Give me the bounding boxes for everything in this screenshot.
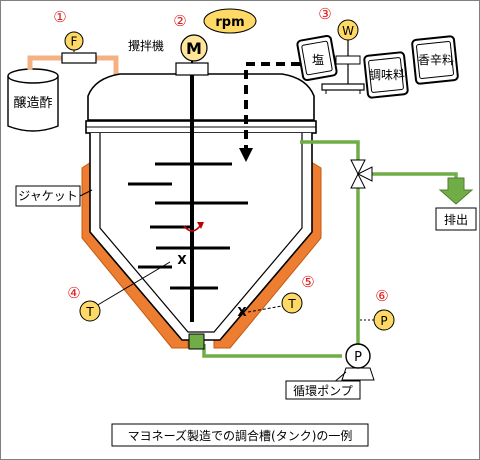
jacket-callout (79, 189, 93, 197)
pump-label-box (285, 380, 361, 400)
rpm-indicator (203, 8, 257, 34)
outlet-valve (188, 333, 205, 350)
salt-bag: 塩 (296, 34, 338, 82)
discharge-line (366, 172, 458, 182)
seasoning-label: 調味料 (369, 68, 405, 82)
flow-instrument-label: F (71, 35, 78, 49)
marker-3: ③ (318, 5, 331, 23)
tank-shell-inner (99, 133, 303, 333)
vinegar-tank-label: 醸造酢 (13, 96, 52, 111)
rotation-arrowhead (197, 222, 204, 229)
discharge-label: 排出 (444, 213, 468, 227)
pressure-instrument (373, 309, 395, 331)
temp-jacket-instrument (281, 292, 303, 314)
agitator-label: 攪拌機 (128, 38, 164, 53)
salt-label: 塩 (312, 52, 324, 67)
three-way-valve (350, 159, 373, 189)
discharge-box (435, 207, 477, 231)
solids-feed-arrowhead (239, 148, 253, 162)
inner-probe-x: X (177, 253, 187, 267)
motor (180, 34, 208, 62)
seasoning-bag: 調味料 (363, 51, 409, 99)
jacket-label: ジャケット (18, 189, 77, 203)
agitator-mount (175, 62, 209, 76)
temp-inner-instrument (79, 300, 101, 322)
recirc-return-line (300, 140, 360, 162)
jacket-probe-line (247, 305, 283, 313)
marker-5: ⑤ (301, 273, 314, 291)
flow-instrument: F (64, 31, 84, 52)
rotation-arrow (183, 225, 201, 232)
circulation-pump-label: 循環ポンプ (293, 384, 353, 398)
vinegar-supply-line (27, 55, 62, 70)
weigh-instrument-label: W (342, 24, 354, 38)
rpm-label: rpm (215, 15, 244, 30)
pump-label: P (354, 350, 362, 365)
flow-meter-body (61, 52, 97, 64)
motor-label: M (186, 39, 202, 58)
circulation-pump: P (341, 343, 375, 381)
spice-label: 香辛料 (418, 53, 454, 67)
marker-1: ① (53, 8, 66, 26)
temp-jacket-label: T (287, 297, 296, 311)
marker-4: ④ (67, 284, 80, 302)
inner-probe-line (95, 261, 171, 307)
tank-dome (87, 73, 315, 121)
vinegar-tank: 醸造酢 (7, 68, 59, 132)
marker-2: ② (173, 12, 186, 30)
caption: マヨネーズ製造での調合槽(タンク)の一例 (128, 428, 353, 443)
weigh-instrument (337, 19, 359, 41)
caption-box (111, 423, 369, 447)
marker-6: ⑥ (375, 287, 388, 305)
weighing-scale (321, 40, 365, 94)
pressure-instrument-label: P (380, 314, 387, 328)
spice-bag: 香辛料 (411, 35, 459, 85)
temp-inner-label: T (85, 305, 94, 319)
discharge-arrow (438, 177, 474, 205)
solids-feed-line (244, 62, 300, 150)
jacket-probe-x: X (237, 305, 247, 319)
